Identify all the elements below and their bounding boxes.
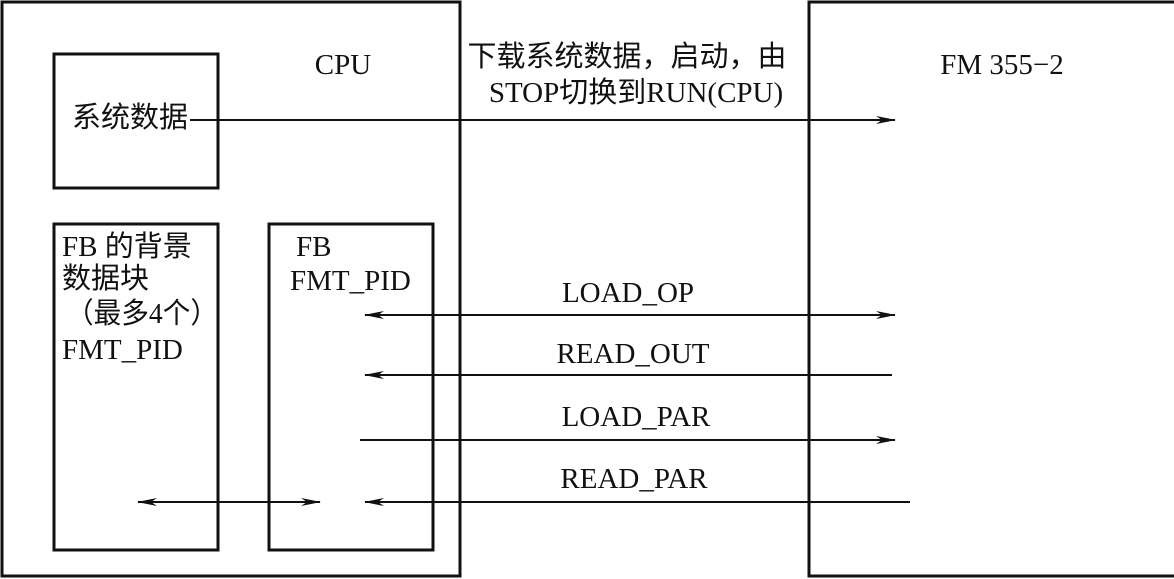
download-note-line-2: STOP切换到RUN(CPU) — [489, 76, 783, 109]
signal-label-load-op: LOAD_OP — [562, 277, 694, 309]
fb-line-1: FB — [296, 231, 331, 263]
download-note-line-1: 下载系统数据，启动，由 — [467, 40, 786, 73]
instance-db-line-1: FB 的背景 — [62, 230, 192, 263]
fm355-box — [807, 0, 1174, 578]
fb-line-2: FMT_PID — [290, 265, 411, 297]
signal-label-load-par: LOAD_PAR — [562, 401, 711, 433]
instance-db-line-4: FMT_PID — [62, 334, 183, 366]
instance-db-box — [52, 222, 220, 552]
instance-db-line-3: （最多4个） — [66, 297, 218, 330]
fm355-title: FM 355−2 — [940, 49, 1064, 81]
fb-box — [267, 222, 435, 552]
system-data-label: 系统数据 — [72, 101, 188, 134]
cpu-box — [0, 0, 462, 578]
signal-label-read-par: READ_PAR — [560, 463, 708, 495]
signal-label-read-out: READ_OUT — [556, 338, 709, 370]
cpu-title: CPU — [315, 49, 371, 81]
instance-db-line-2: 数据块 — [62, 262, 149, 295]
